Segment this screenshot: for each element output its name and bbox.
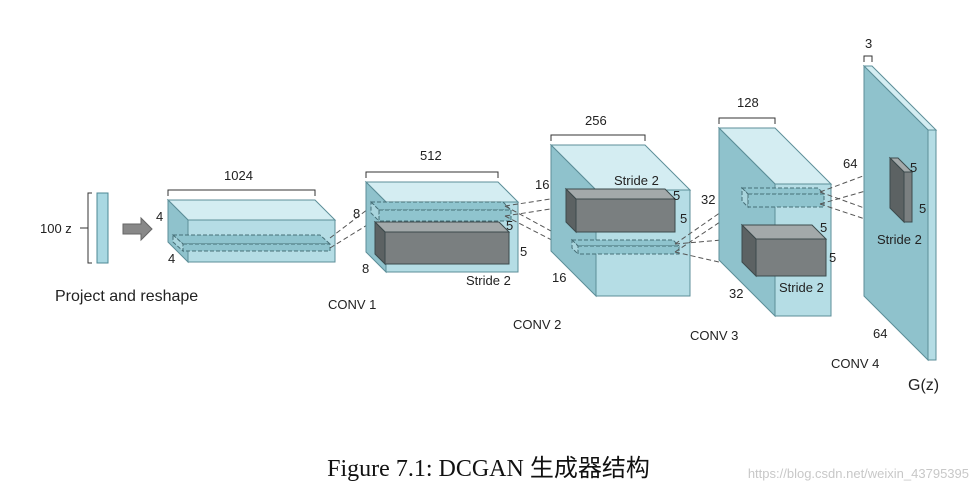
- layer-128: 128 32 32 5 5 Stride 2: [701, 95, 836, 318]
- l2-h: 16: [535, 177, 549, 192]
- l1-depth: 512: [420, 148, 442, 163]
- conv4-label: CONV 4: [831, 356, 879, 371]
- l1-stride: Stride 2: [466, 273, 511, 288]
- z-vector: 100 z: [40, 192, 109, 264]
- l2-k2: 5: [680, 211, 687, 226]
- z-dim-label: 100 z: [40, 221, 72, 236]
- figure-caption: Figure 7.1: DCGAN 生成器结构: [327, 456, 650, 482]
- l3-w: 32: [729, 286, 743, 301]
- l0-w: 4: [168, 251, 175, 266]
- l4-k1: 5: [910, 160, 917, 175]
- l1-k1: 5: [506, 218, 513, 233]
- l3-k2: 5: [829, 250, 836, 265]
- l3-depth: 128: [737, 95, 759, 110]
- l1-w: 8: [362, 261, 369, 276]
- layer-256: 256 16 16 5 5 Stride 2: [535, 113, 692, 298]
- l3-h: 32: [701, 192, 715, 207]
- l4-depth: 3: [865, 36, 872, 51]
- l4-h: 64: [843, 156, 857, 171]
- l4-w: 64: [873, 326, 887, 341]
- l1-h: 8: [353, 206, 360, 221]
- l4-k2: 5: [919, 201, 926, 216]
- l4-stride: Stride 2: [877, 232, 922, 247]
- l3-stride: Stride 2: [779, 280, 824, 295]
- l3-k1: 5: [820, 220, 827, 235]
- project-arrow: [122, 216, 153, 242]
- layer-512: 512 8 8 5 5 Stride 2: [353, 148, 527, 288]
- l2-depth: 256: [585, 113, 607, 128]
- output-label: G(z): [908, 377, 939, 394]
- conv1-label: CONV 1: [328, 297, 376, 312]
- layer-1024: 1024 4 4: [156, 168, 337, 266]
- l2-k1: 5: [673, 188, 680, 203]
- layer-output: 3 64 64 5 5 Stride 2 G(z): [843, 36, 939, 394]
- l1-k2: 5: [520, 244, 527, 259]
- project-label: Project and reshape: [55, 288, 198, 305]
- conv2-label: CONV 2: [513, 317, 561, 332]
- conv3-label: CONV 3: [690, 328, 738, 343]
- l0-h: 4: [156, 209, 163, 224]
- dcgan-generator-diagram: 100 z Project and reshape 1024 4 4 CONV …: [40, 36, 939, 394]
- l0-depth: 1024: [224, 168, 253, 183]
- l2-stride: Stride 2: [614, 173, 659, 188]
- l2-w: 16: [552, 270, 566, 285]
- watermark: https://blog.csdn.net/weixin_43795395: [747, 466, 969, 481]
